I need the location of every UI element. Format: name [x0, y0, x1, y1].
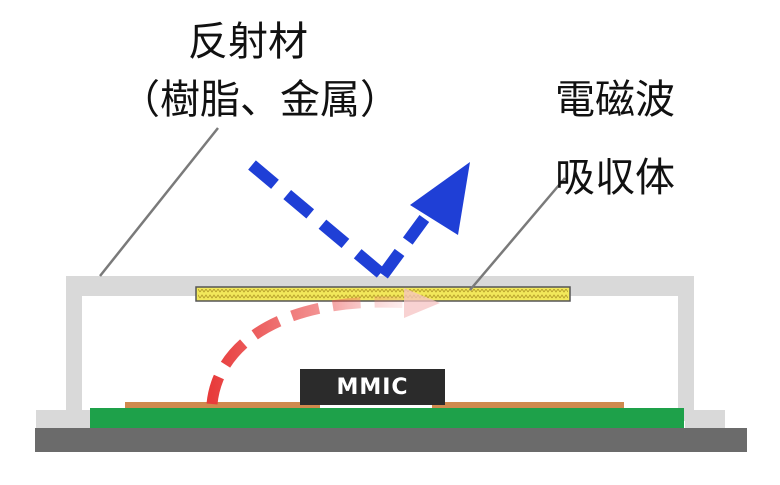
reflector-title-label: 反射材 [188, 19, 308, 65]
housing-wall-left [66, 276, 82, 421]
leader-line-absorber [469, 177, 566, 291]
reflected-wave-arrow [378, 204, 437, 279]
mmic-chip [300, 369, 445, 405]
housing-foot-left [36, 410, 92, 428]
housing-foot-right [685, 410, 725, 428]
leader-line-reflector [99, 127, 219, 277]
mmic-chip-label: MMIC [336, 374, 409, 400]
housing-wall-right [678, 276, 694, 421]
base-plate [35, 428, 747, 452]
incident-wave-arrow [248, 160, 387, 280]
reflected-wave-arrowhead [410, 162, 470, 235]
trace-left [125, 402, 320, 408]
reflector-material-label: （樹脂、金属） [120, 77, 400, 123]
absorber-label-line1: 電磁波 [555, 77, 675, 123]
absorber-label-line2: 吸収体 [555, 155, 675, 201]
internal-wave-arrow [206, 296, 411, 405]
absorber-texture [198, 289, 568, 299]
pcb-board [90, 408, 684, 428]
internal-wave-arrowhead [404, 288, 440, 318]
trace-right [432, 402, 624, 408]
